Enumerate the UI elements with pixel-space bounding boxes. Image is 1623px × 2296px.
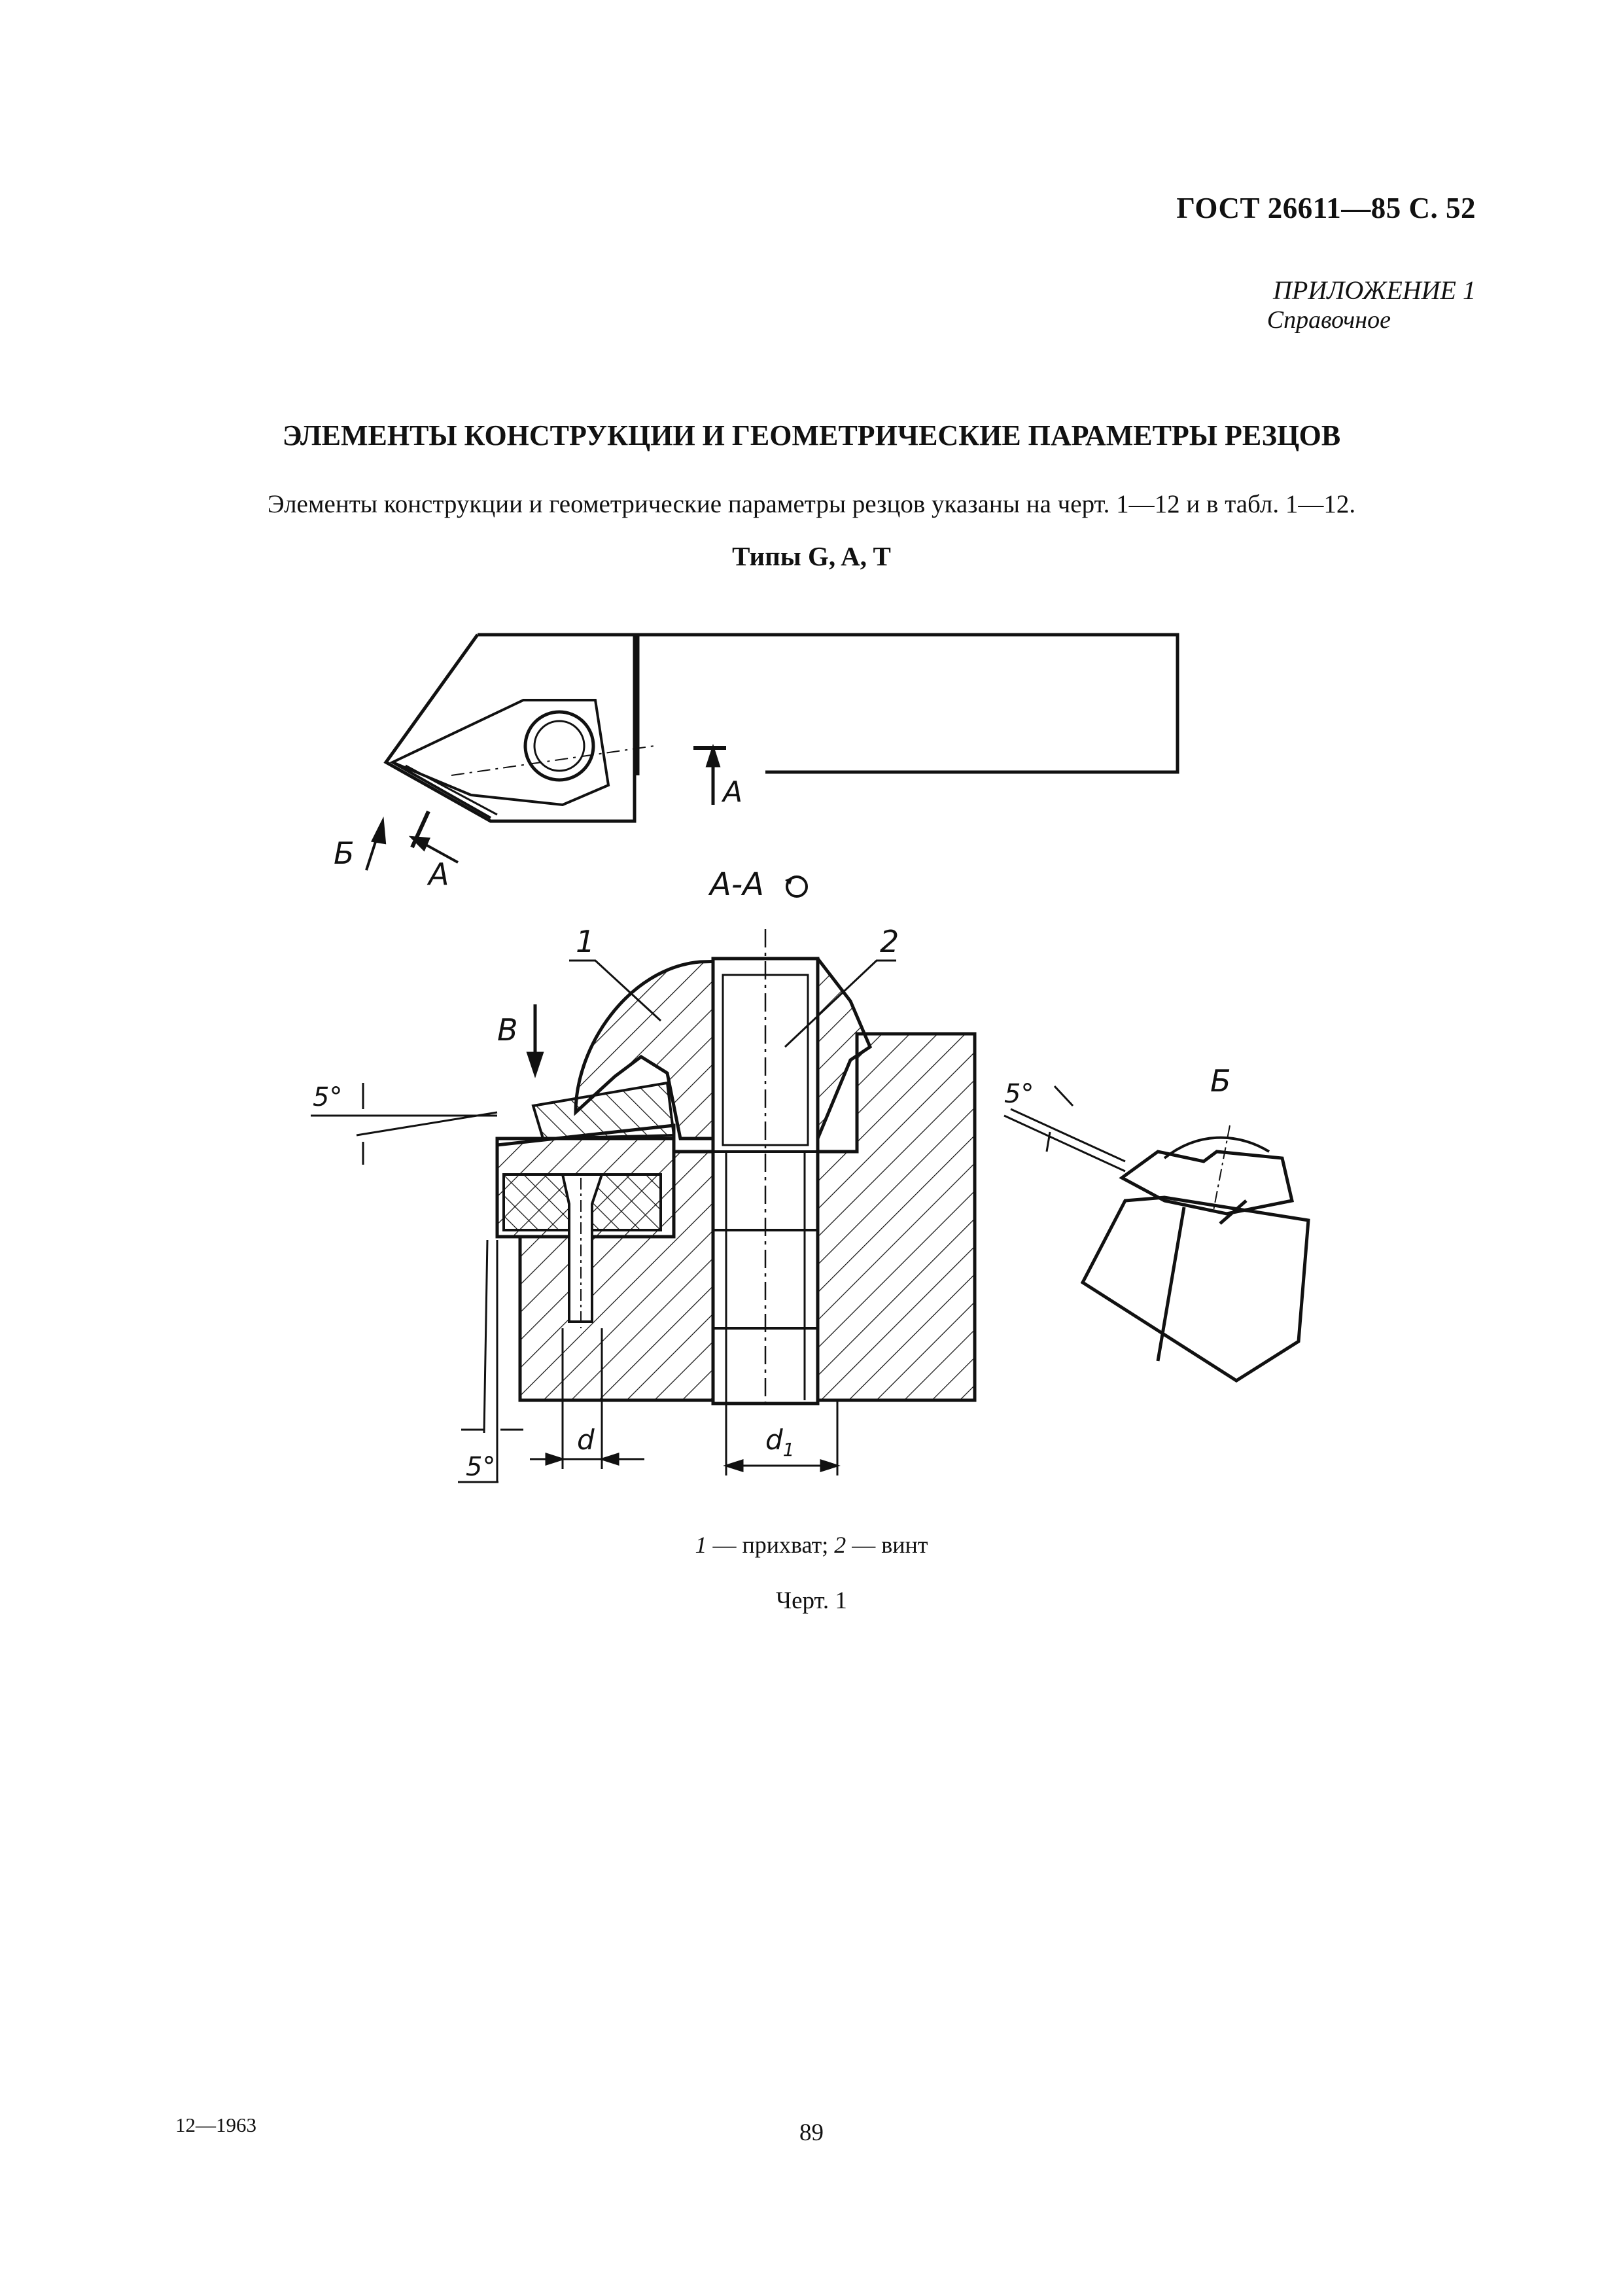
angle-bottom-dim	[458, 1239, 523, 1483]
view-arrows	[365, 810, 459, 871]
appendix-label: ПРИЛОЖЕНИЕ 1	[1273, 275, 1476, 305]
legend-num-1: 1	[695, 1532, 707, 1558]
types-heading: Типы G, A, T	[732, 541, 891, 571]
view-b-label: Б	[334, 836, 355, 871]
dim-d	[530, 1328, 644, 1469]
view-a-label: А	[427, 857, 449, 892]
view-b-title: Б	[1210, 1063, 1231, 1099]
section-mark-a	[693, 743, 726, 805]
callout-1: 1	[576, 924, 595, 959]
view-v-label: В	[497, 1012, 518, 1048]
callout-leaders	[569, 959, 896, 1048]
view-b-drawing	[1080, 1125, 1310, 1383]
dim-d1	[723, 1400, 841, 1475]
legend-text-2: — винт	[846, 1532, 928, 1558]
tool-holder-top-view	[383, 633, 1179, 823]
angle-view-label: 5°	[1004, 1079, 1034, 1109]
intro-paragraph: Элементы конструкции и геометрические па…	[267, 490, 1356, 518]
section-title-aa: А-А	[708, 866, 764, 903]
angle-bottom-label: 5°	[466, 1452, 495, 1482]
standard-header: ГОСТ 26611—85 С. 52	[1176, 192, 1476, 224]
angle-left-label: 5°	[313, 1082, 342, 1112]
page-number: 89	[799, 2119, 824, 2146]
callout-2: 2	[880, 924, 899, 959]
print-code: 12—1963	[175, 2113, 256, 2136]
appendix-kind: Справочное	[1266, 306, 1391, 334]
dim-d1-label: d1	[765, 1424, 795, 1460]
rotation-icon	[786, 875, 808, 898]
section-aa-view	[495, 929, 977, 1407]
figure-legend: 1 — прихват; 2 — винт	[0, 1531, 1623, 1559]
section-title: ЭЛЕМЕНТЫ КОНСТРУКЦИИ И ГЕОМЕТРИЧЕСКИЕ ПА…	[282, 419, 1341, 451]
angle-left-dim	[311, 1083, 498, 1165]
dim-d-label: d	[577, 1424, 595, 1456]
view-arrow-v	[526, 1004, 544, 1078]
figure-caption: Черт. 1	[776, 1587, 847, 1614]
legend-num-2: 2	[834, 1532, 846, 1558]
section-mark-a-label: А	[721, 775, 742, 809]
angle-view-dim	[1003, 1085, 1126, 1173]
legend-text-1: — прихват;	[707, 1532, 835, 1558]
